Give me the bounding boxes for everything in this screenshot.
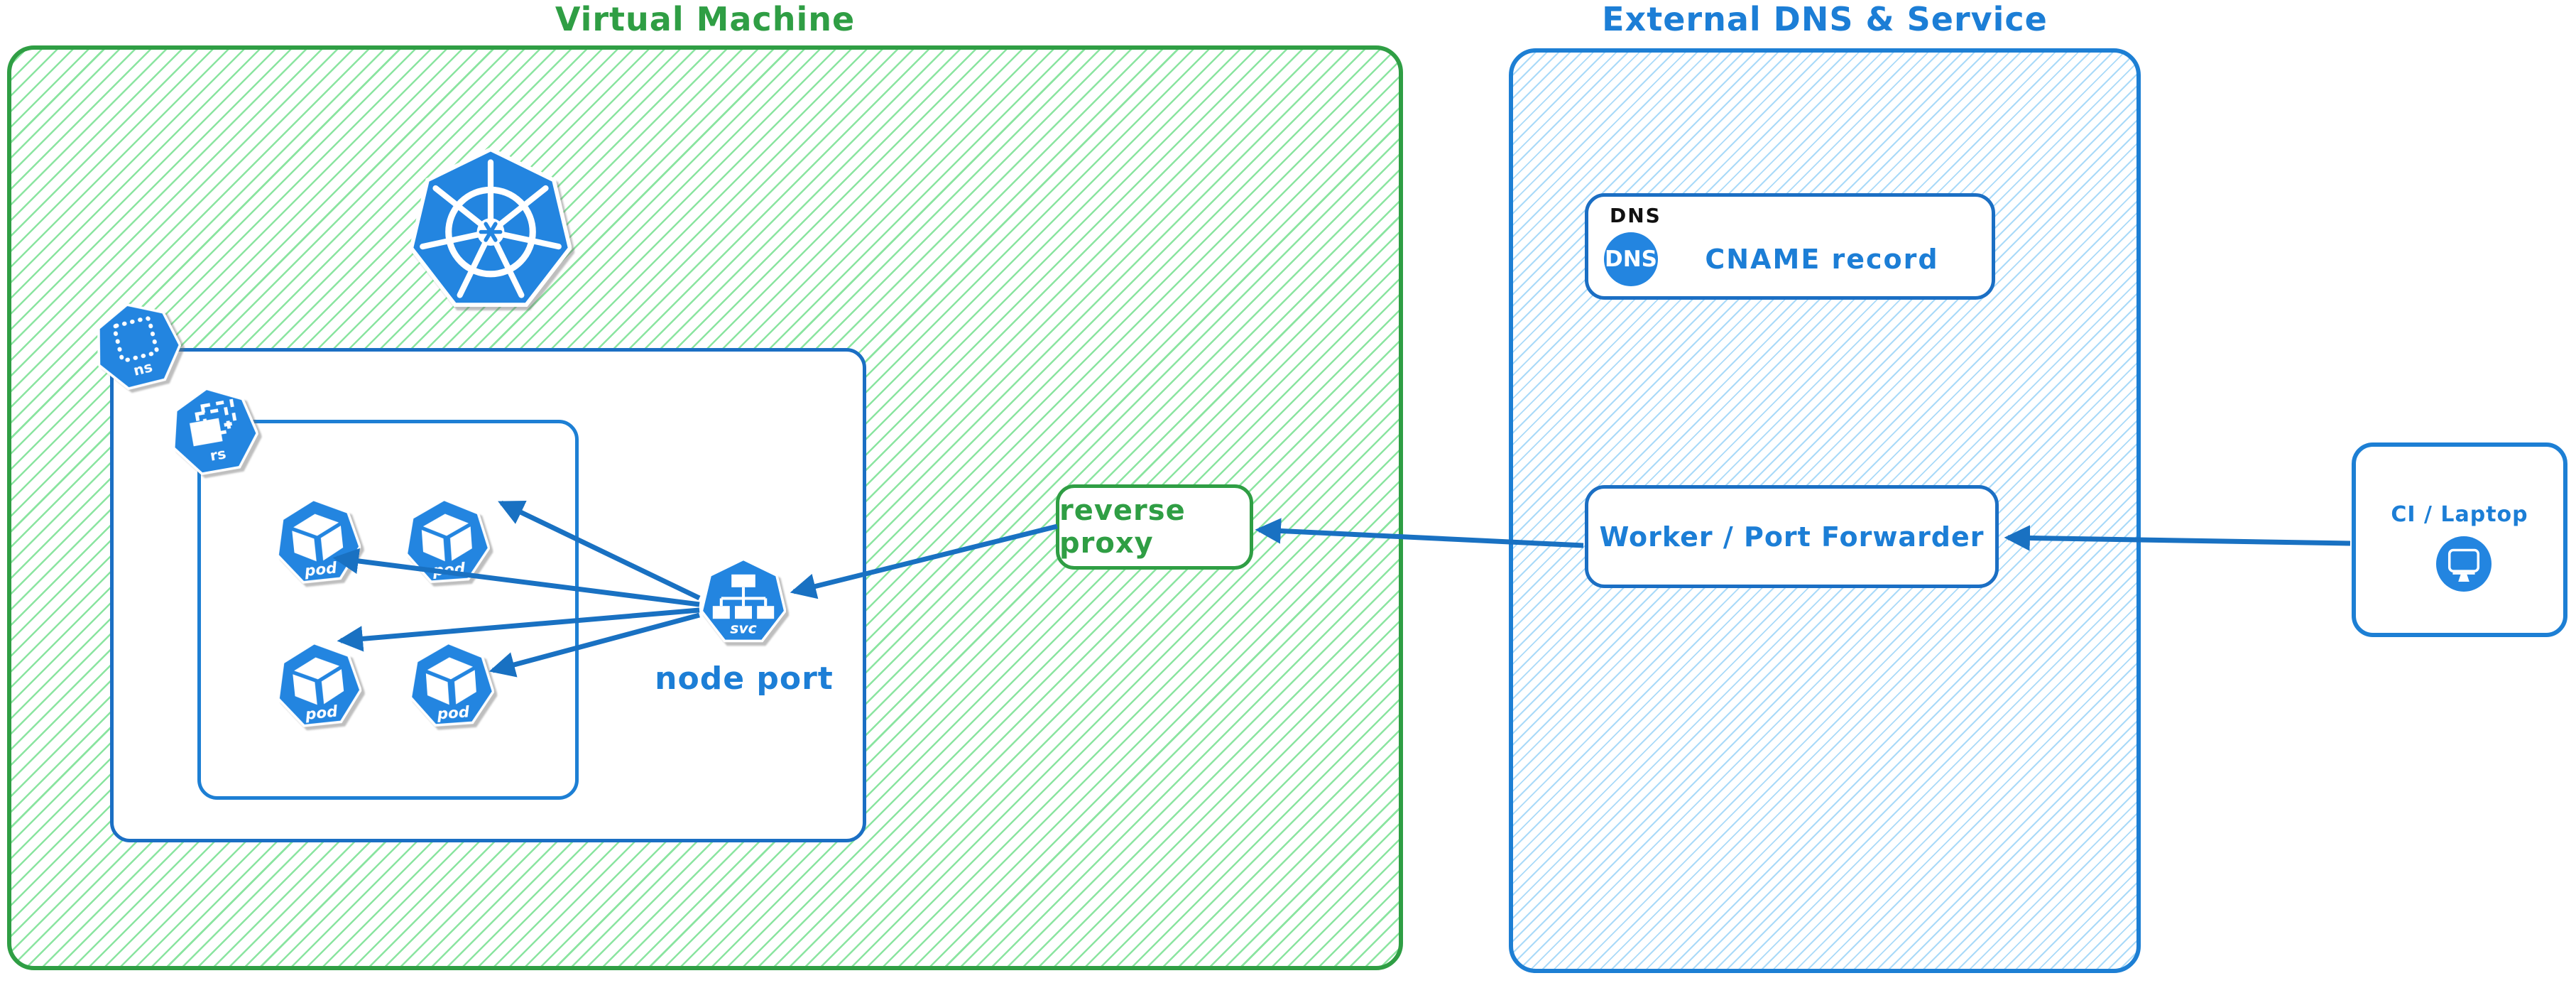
reverse-proxy-label: reverse proxy <box>1059 494 1186 560</box>
pod-icon: pod <box>405 498 491 583</box>
replicaset-icon: rs <box>172 387 259 476</box>
svg-text:pod: pod <box>303 560 338 581</box>
worker-port-forwarder-box: Worker / Port Forwarder <box>1585 485 1999 588</box>
service-icon: svc <box>701 558 786 643</box>
replicaset-box <box>197 420 579 800</box>
ci-laptop-box: CI / Laptop <box>2352 442 2567 637</box>
pod-icon: pod <box>277 641 362 727</box>
svg-text:pod: pod <box>304 703 339 724</box>
worker-port-forwarder-label: Worker / Port Forwarder <box>1599 521 1985 553</box>
svg-text:pod: pod <box>436 703 471 723</box>
cname-record-label: CNAME record <box>1705 244 1939 275</box>
reverse-proxy-box: reverse proxy <box>1056 484 1253 570</box>
monitor-icon <box>2436 536 2492 592</box>
dns-badge-icon: DNS <box>1604 232 1658 286</box>
node-port-label: node port <box>655 661 834 697</box>
namespace-icon: ns <box>97 303 182 391</box>
svg-text:pod: pod <box>432 560 466 580</box>
kubernetes-wheel-icon <box>410 148 572 308</box>
svg-text:rs: rs <box>209 445 227 465</box>
pod-icon: pod <box>276 498 361 584</box>
dns-cname-box: DNS DNS CNAME record <box>1585 193 1995 300</box>
svg-text:svc: svc <box>730 620 757 637</box>
vm-zone-title: Virtual Machine <box>555 0 856 38</box>
external-zone-title: External DNS & Service <box>1602 0 2048 38</box>
dns-tag-label: DNS <box>1610 204 1661 227</box>
ci-laptop-label: CI / Laptop <box>2391 502 2528 527</box>
pod-icon: pod <box>409 641 495 727</box>
